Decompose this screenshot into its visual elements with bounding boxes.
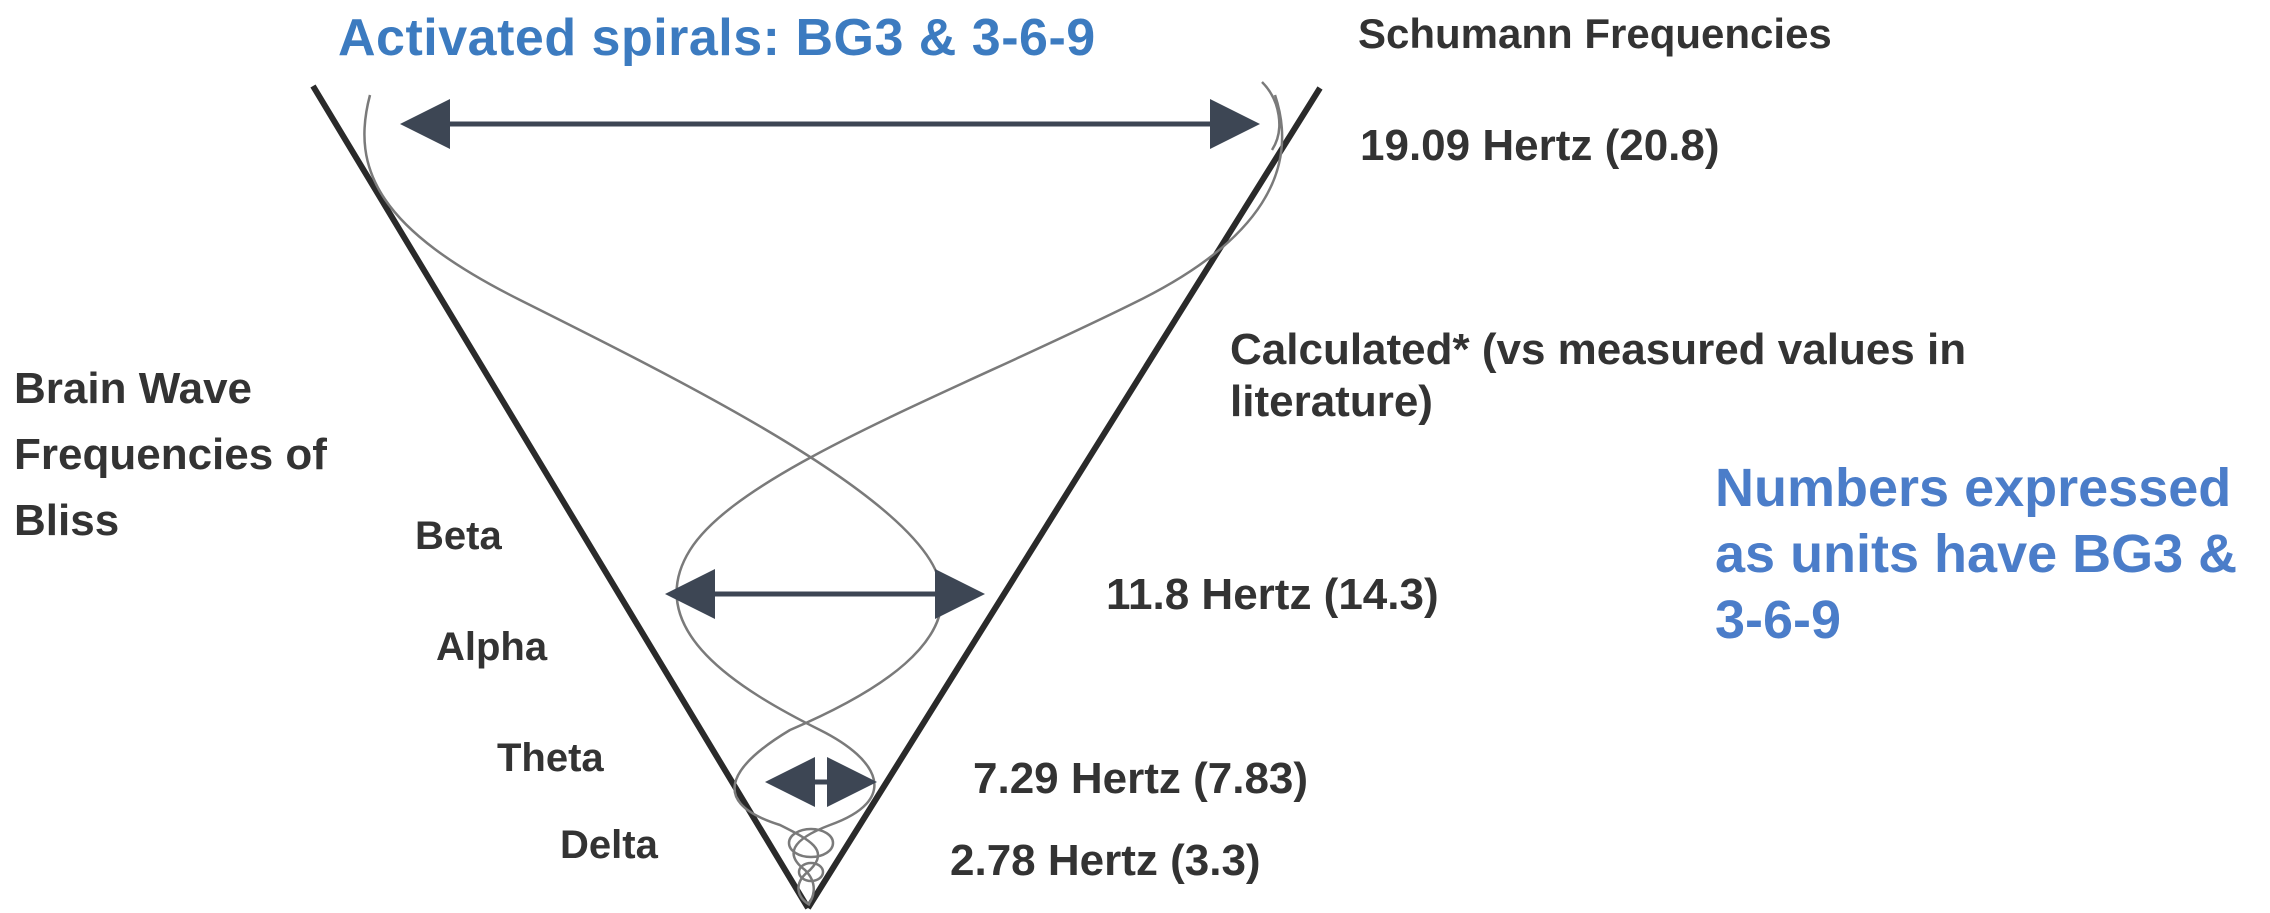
band-alpha: Alpha: [436, 625, 548, 669]
band-delta: Delta: [560, 823, 658, 867]
frequency-7-29: 7.29 Hertz (7.83): [973, 754, 1309, 803]
delta-loop-inner: [797, 861, 825, 883]
cone-right-line: [805, 86, 1323, 910]
cone-left-line: [310, 84, 811, 910]
title: Activated spirals: BG3 & 3-6-9: [338, 9, 1096, 67]
brain-wave-heading: Brain Wave Frequencies of Bliss: [14, 364, 327, 545]
schumann-heading: Schumann Frequencies: [1358, 10, 1832, 57]
spiral-strand-a: [363, 94, 944, 907]
calculated-note: Calculated* (vs measured values in liter…: [1230, 325, 1967, 426]
band-theta: Theta: [497, 736, 604, 780]
frequency-11-8: 11.8 Hertz (14.3): [1106, 570, 1439, 619]
spiral-hook: [1261, 81, 1281, 151]
frequency-2-78: 2.78 Hertz (3.3): [950, 836, 1261, 885]
units-note: Numbers expressed as units have BG3 & 3-…: [1715, 458, 2238, 650]
cone-outline: [310, 84, 1323, 910]
arrows: [400, 99, 1260, 807]
band-beta: Beta: [415, 514, 502, 558]
schumann-value: 19.09 Hertz (20.8): [1360, 121, 1720, 170]
delta-loop: [787, 827, 835, 859]
